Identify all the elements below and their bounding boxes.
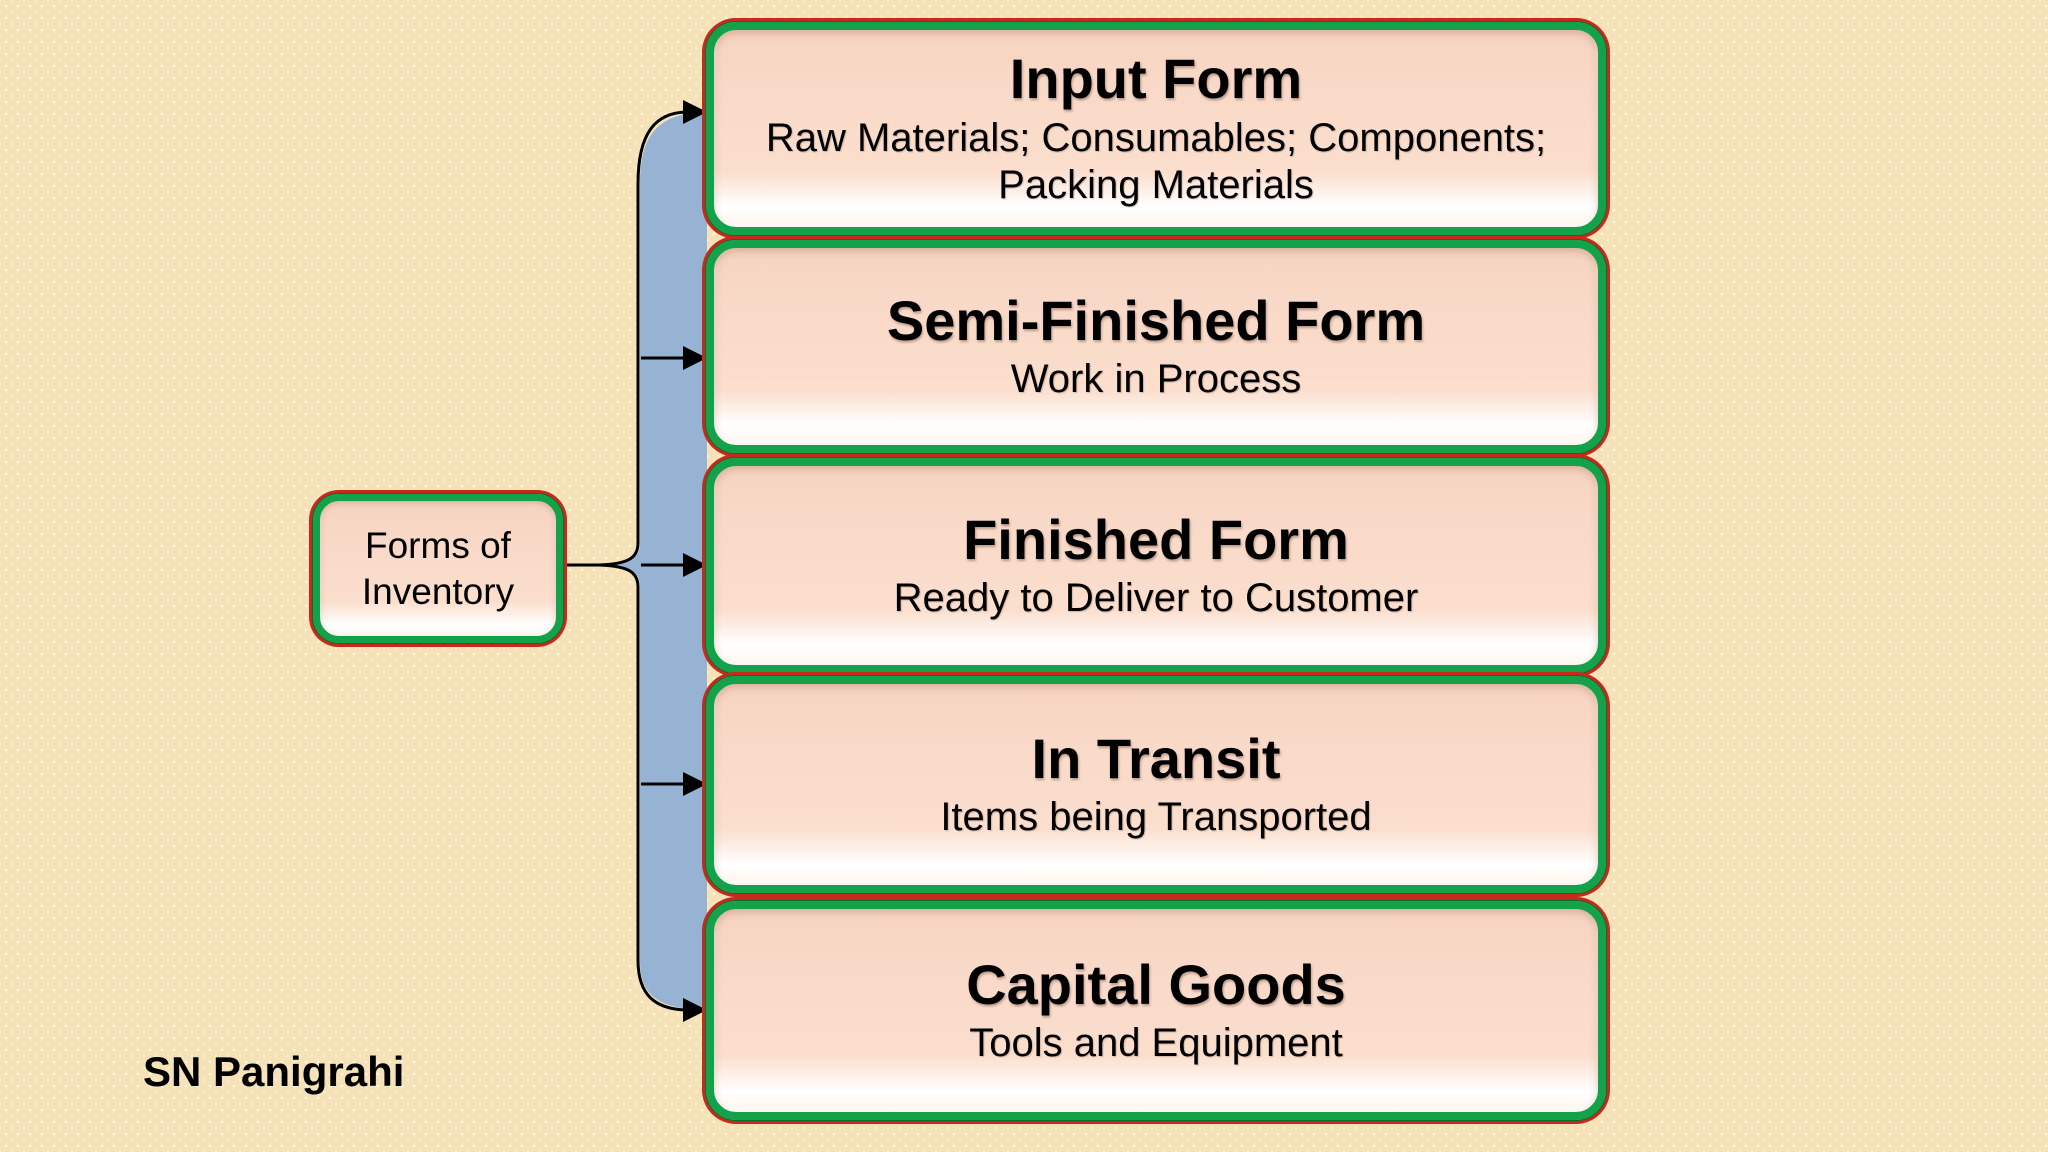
- node-semi-finished-form: Semi-Finished Form Work in Process: [706, 240, 1606, 453]
- node-semi-finished-form-title: Semi-Finished Form: [886, 288, 1426, 352]
- node-capital-goods-title: Capital Goods: [966, 952, 1346, 1016]
- node-input-form-subtitle: Raw Materials; Consumables; Components; …: [765, 115, 1547, 207]
- node-semi-finished-form-subtitle: Work in Process: [1010, 357, 1302, 402]
- node-capital-goods: Capital Goods Tools and Equipment: [706, 901, 1606, 1120]
- node-input-form: Input Form Raw Materials; Consumables; C…: [706, 22, 1606, 235]
- node-finished-form: Finished Form Ready to Deliver to Custom…: [706, 458, 1606, 673]
- node-capital-goods-subtitle: Tools and Equipment: [969, 1021, 1343, 1066]
- arrow-head-capital-goods: [683, 998, 707, 1022]
- arrow-head-in-transit: [683, 772, 707, 796]
- node-in-transit-title: In Transit: [1031, 726, 1281, 790]
- arrow-head-input-form: [683, 100, 707, 124]
- author-credit: SN Panigrahi: [143, 1048, 405, 1095]
- node-input-form-title: Input Form: [1009, 46, 1303, 110]
- arrow-head-finished: [683, 553, 707, 577]
- node-finished-form-subtitle: Ready to Deliver to Customer: [893, 576, 1419, 621]
- arrow-head-semi-finished: [683, 346, 707, 370]
- node-in-transit-subtitle: Items being Transported: [940, 795, 1372, 840]
- node-in-transit: In Transit Items being Transported: [706, 676, 1606, 893]
- node-forms-of-inventory: Forms of Inventory: [313, 494, 563, 643]
- node-forms-of-inventory-label: Forms of Inventory: [361, 525, 515, 612]
- node-finished-form-title: Finished Form: [963, 507, 1349, 571]
